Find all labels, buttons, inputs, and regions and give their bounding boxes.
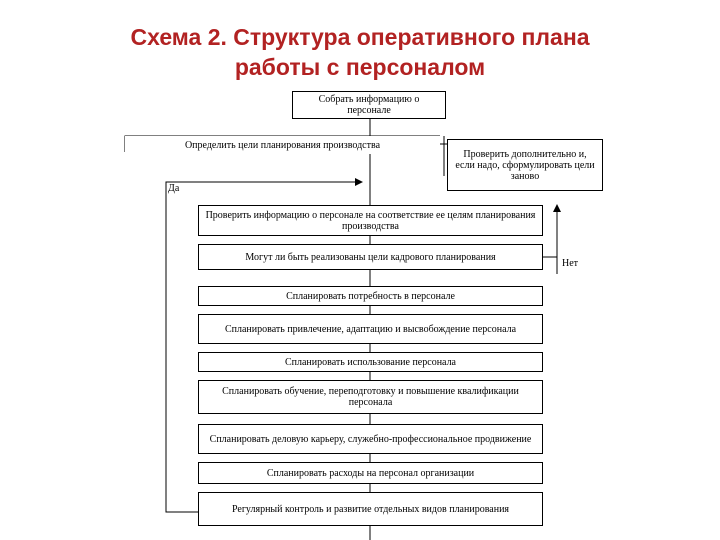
box-can-be-realized: Могут ли быть реализованы цели кадрового… xyxy=(198,244,543,270)
slide-title: Схема 2. Структура оперативного плана ра… xyxy=(0,22,720,82)
box-plan-need: Спланировать потребность в персонале xyxy=(198,286,543,306)
feedback-yes-connector xyxy=(165,178,363,513)
title-line-2: работы с персоналом xyxy=(234,54,486,80)
box-define-goals: Определить цели планирования производств… xyxy=(125,136,440,154)
box-check-additional: Проверить дополнительно и, если надо, сф… xyxy=(447,139,603,191)
label-yes: Да xyxy=(168,183,180,194)
feedback-no-connector xyxy=(543,204,561,274)
box-plan-costs: Спланировать расходы на персонал организ… xyxy=(198,462,543,484)
box-plan-training: Спланировать обучение, переподготовку и … xyxy=(198,380,543,414)
label-no: Нет xyxy=(562,258,579,269)
box-plan-career: Спланировать деловую карьеру, служебно-п… xyxy=(198,424,543,454)
box-check-info: Проверить информацию о персонале на соот… xyxy=(198,205,543,236)
box-plan-attraction: Спланировать привлечение, адаптацию и вы… xyxy=(198,314,543,344)
box-collect-info: Собрать информацию о персонале xyxy=(292,91,446,119)
title-line-1: Схема 2. Структура оперативного плана xyxy=(130,24,590,50)
box-plan-usage: Спланировать использование персонала xyxy=(198,352,543,372)
box-regular-control: Регулярный контроль и развитие отдельных… xyxy=(198,492,543,526)
